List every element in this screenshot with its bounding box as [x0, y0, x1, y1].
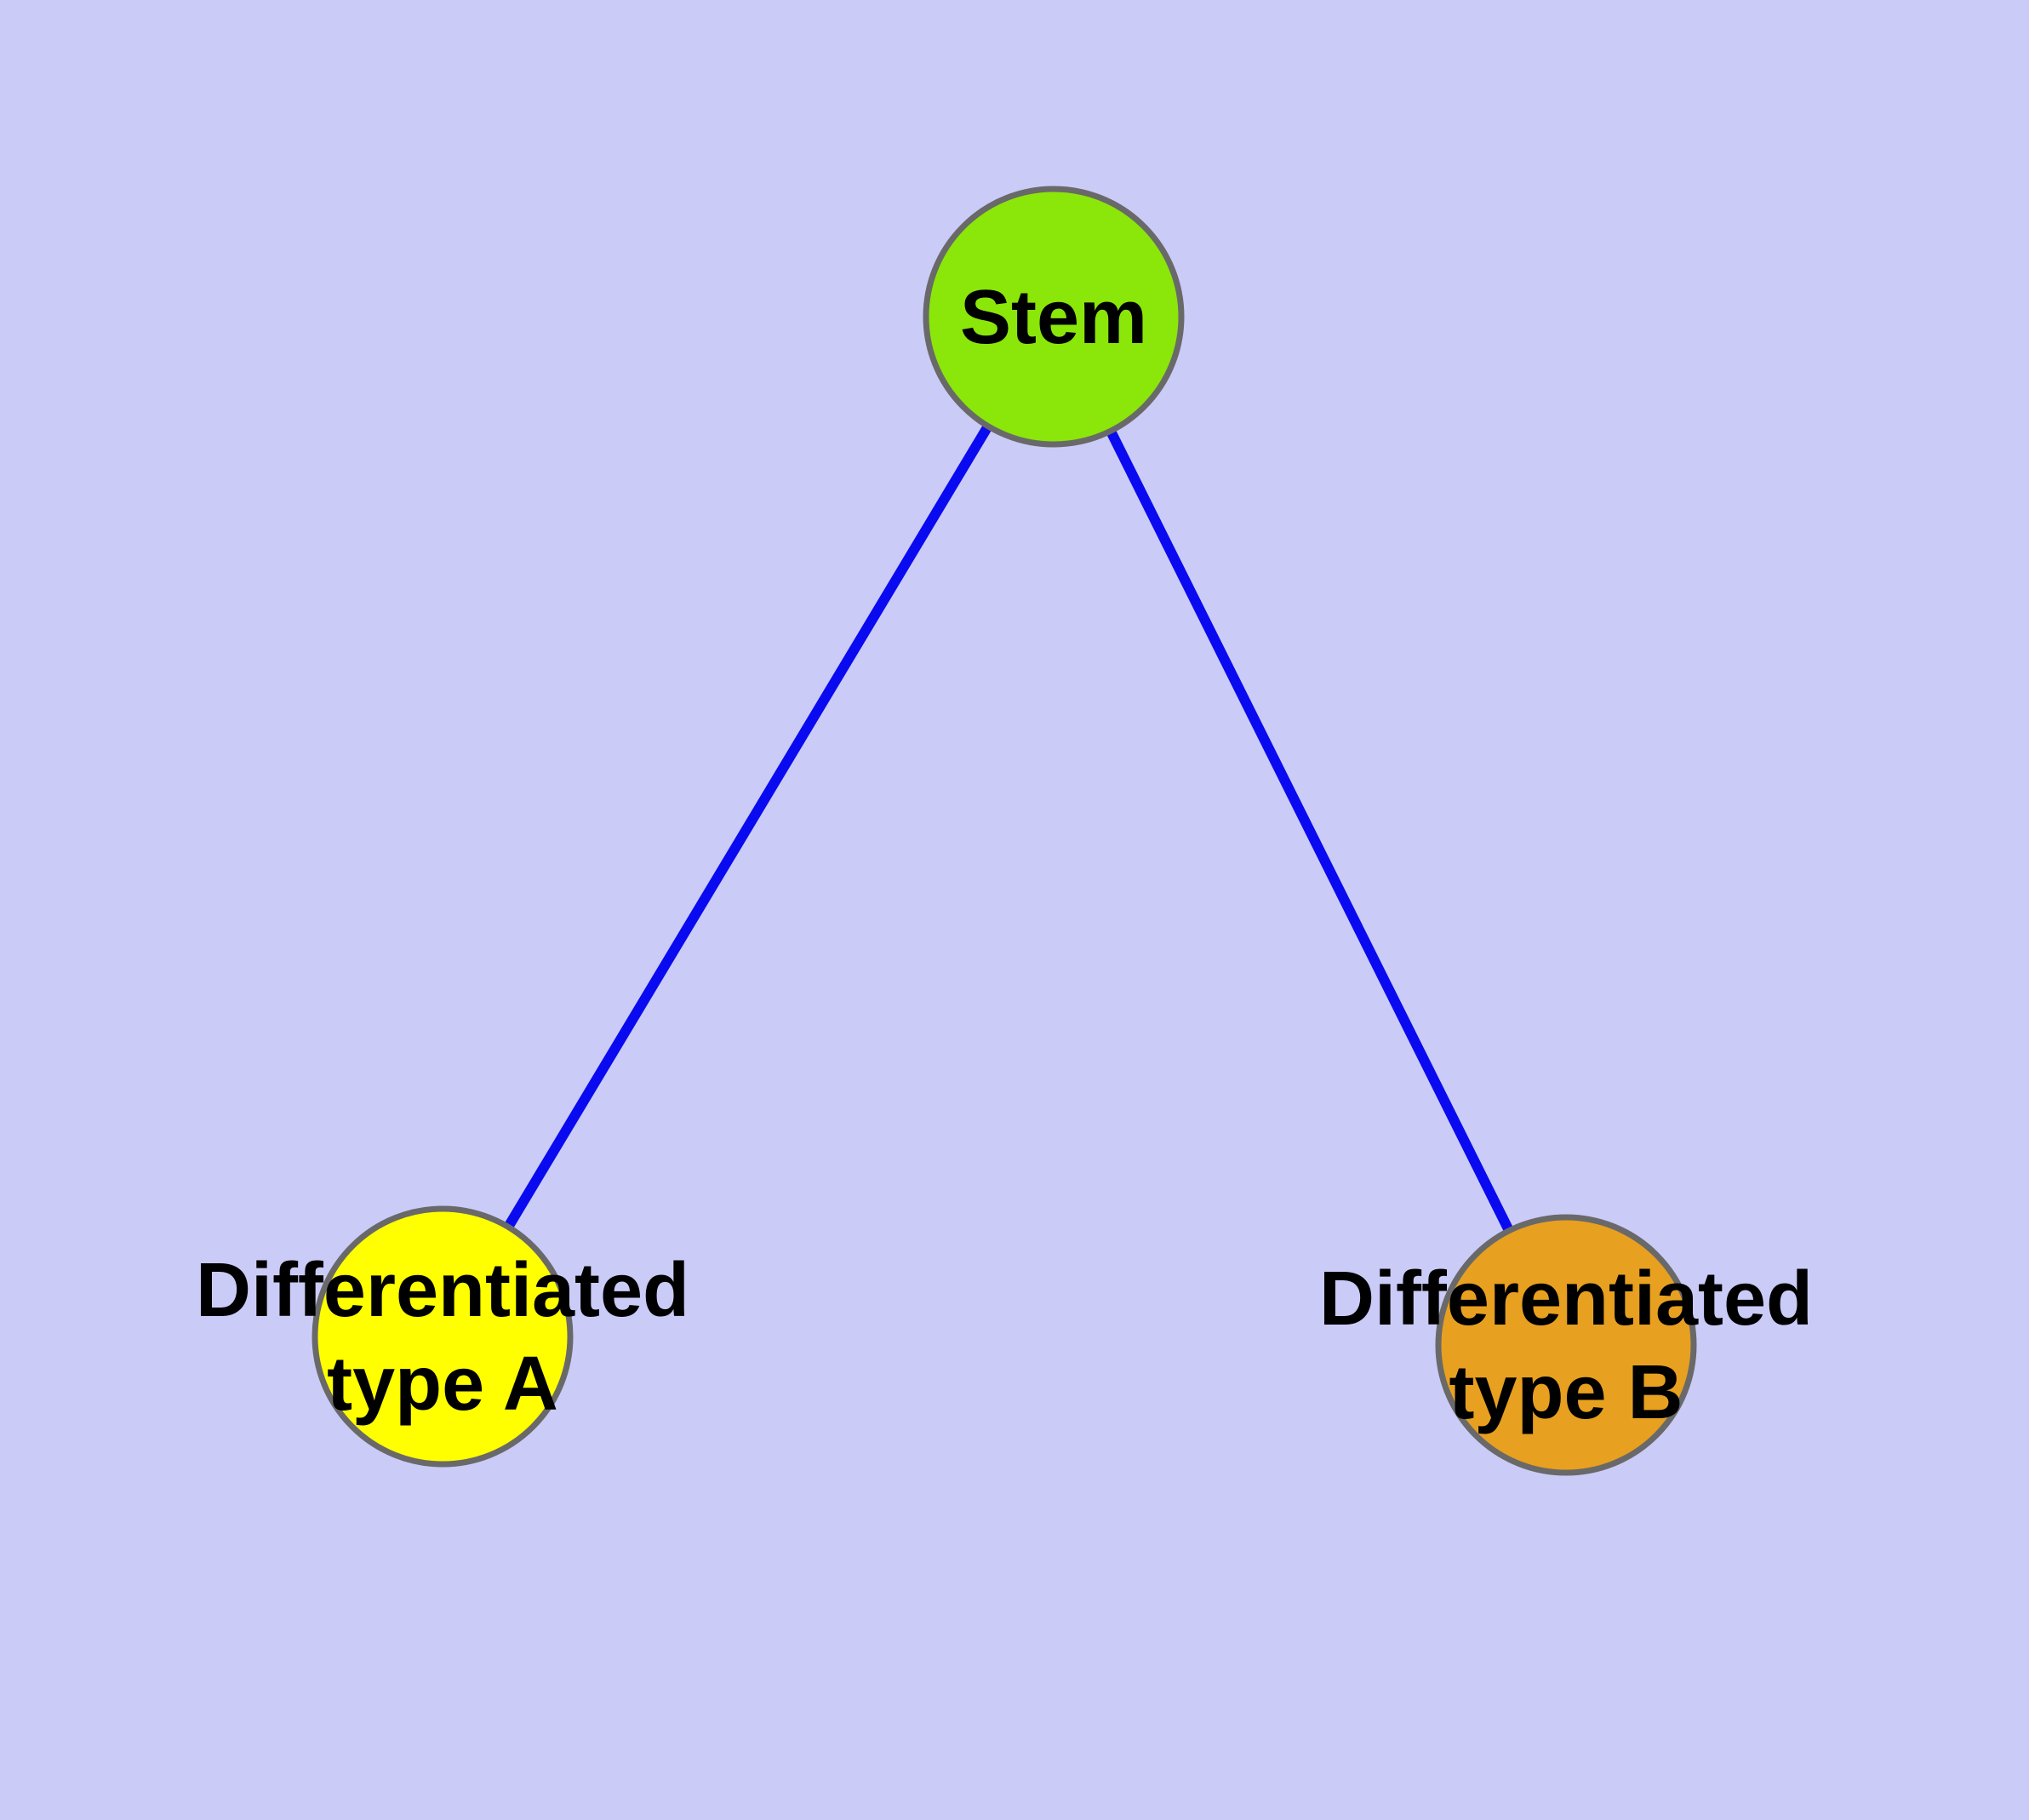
- node-differentiated-type-b-label-line1: Differentiated: [1319, 1256, 1813, 1342]
- node-stem-label: Stem: [960, 275, 1147, 360]
- node-differentiated-type-b-circle: [1435, 1214, 1697, 1476]
- node-stem-circle: [923, 186, 1185, 448]
- node-differentiated-type-b-label-line2: type B: [1449, 1350, 1683, 1435]
- node-differentiated-type-a-label-line2: type A: [327, 1342, 558, 1427]
- edge-stem-differentiated-type-a: [437, 313, 1059, 1340]
- edge-stem-differentiated-type-b: [1049, 314, 1571, 1348]
- node-differentiated-type-a-label-line1: Differentiated: [196, 1248, 689, 1333]
- node-differentiated-type-a-circle: [311, 1205, 574, 1468]
